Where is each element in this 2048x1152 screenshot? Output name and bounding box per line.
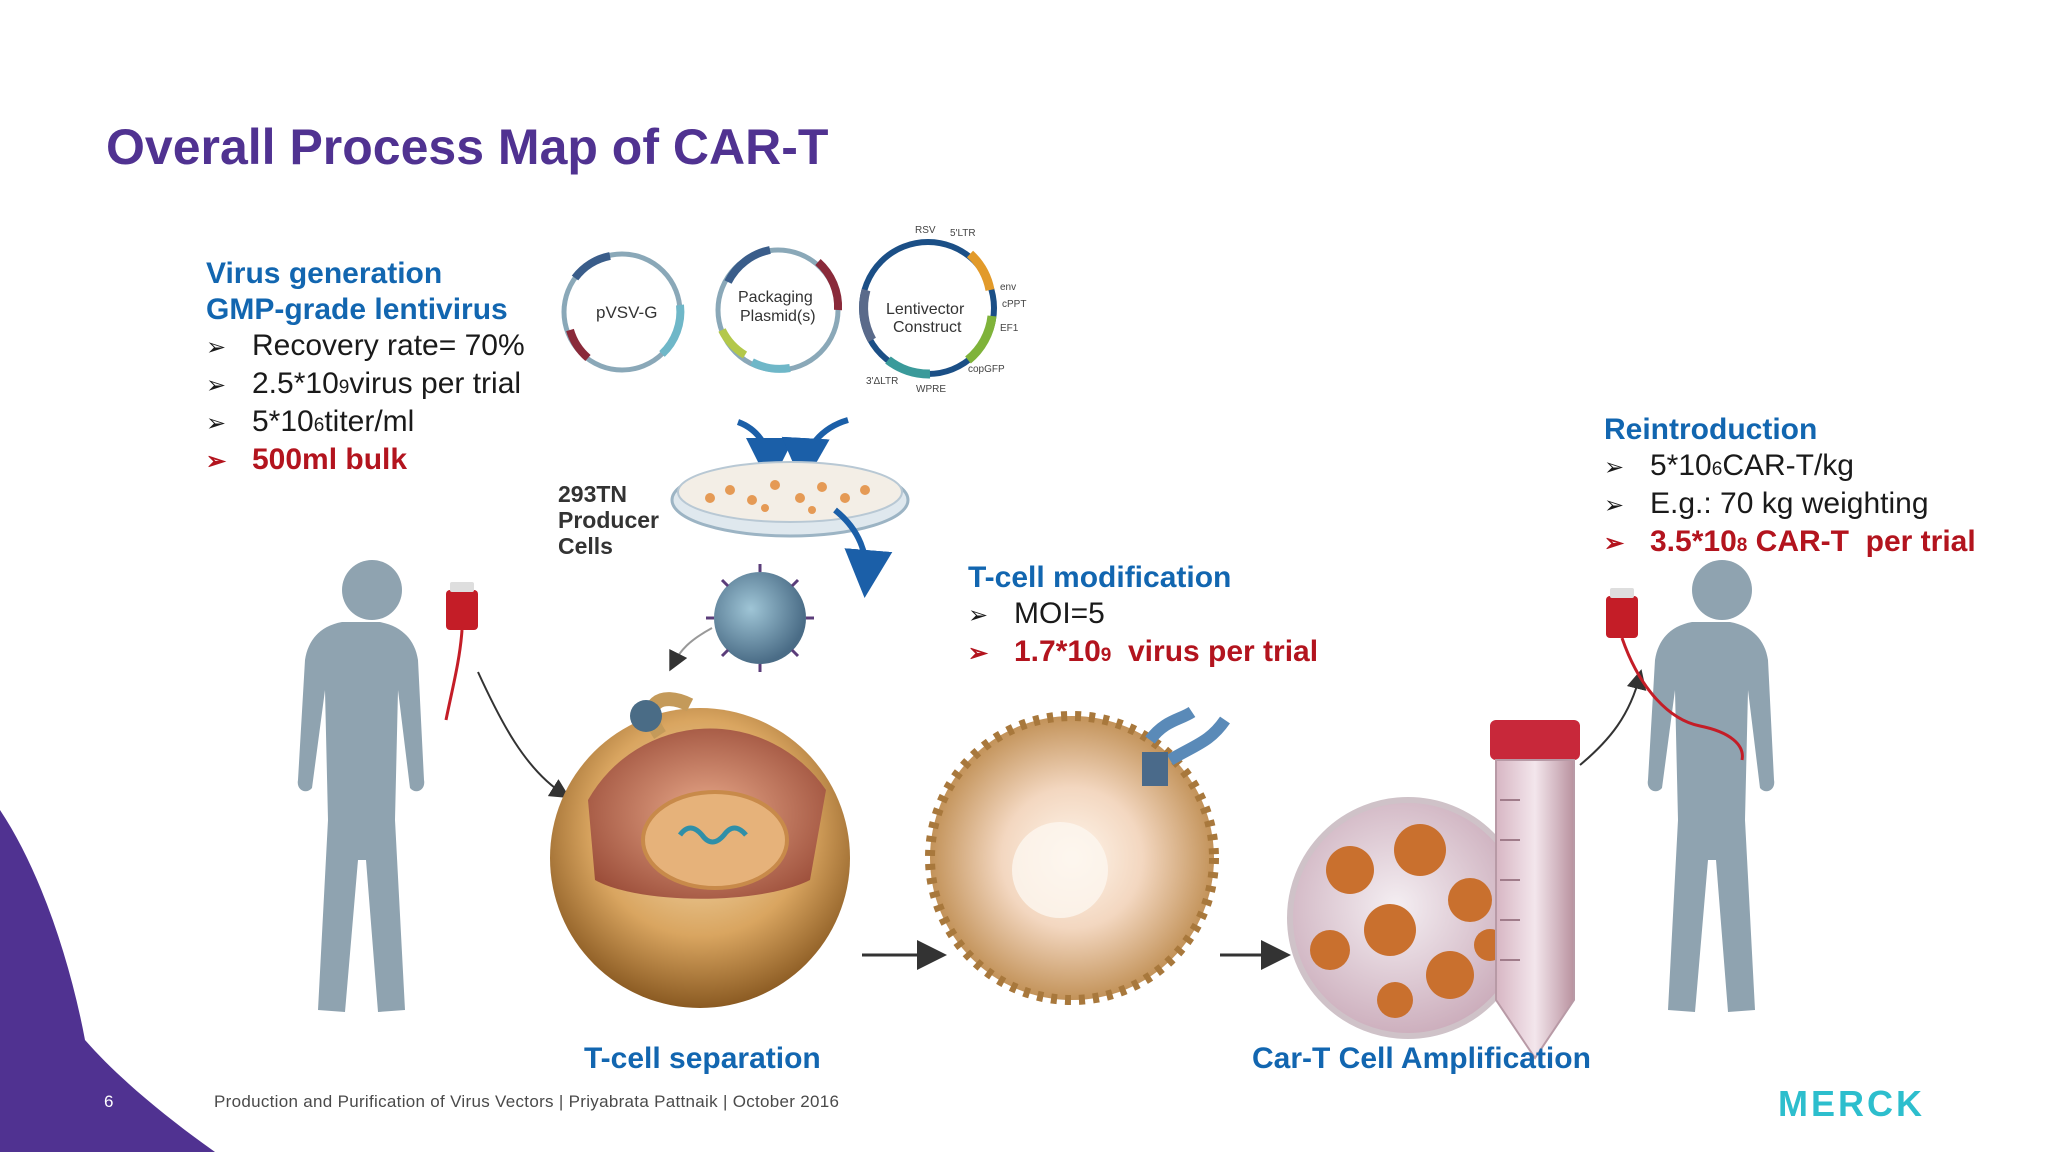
- list-item: ➢ E.g.: 70 kg weighting: [1604, 486, 1976, 524]
- list-item: ➢ MOI=5: [968, 596, 1318, 634]
- patient-right-silhouette: [1647, 560, 1775, 1012]
- bullet-arrow-icon: ➢: [968, 640, 989, 667]
- plasmid-lentivector-label-1: Lentivector: [886, 301, 965, 318]
- list-item: ➢ 500ml bulk: [206, 442, 525, 480]
- virus-generation-heading: Virus generation: [206, 257, 443, 290]
- total-cart-rest: CAR-T per trial: [1747, 525, 1976, 558]
- bullet-arrow-icon: ➢: [206, 372, 227, 399]
- list-item: ➢ Recovery rate= 70%: [206, 328, 525, 366]
- producer-label-1: 293TN: [558, 481, 627, 507]
- bulk-volume-text: 500ml bulk: [252, 443, 408, 476]
- annotation-ef1: EF1: [1000, 323, 1019, 334]
- arrow-amplification-to-reintroduction: [1579, 669, 1647, 766]
- slide-title: Overall Process Map of CAR-T: [106, 119, 829, 175]
- arrow-dish-to-virus: [833, 507, 893, 598]
- annotation-3ltr: 3'ΔLTR: [866, 376, 898, 387]
- t-cell-separation-label: T-cell separation: [584, 1042, 821, 1075]
- plasmid-packaging-icon: [715, 246, 843, 373]
- titer-base: 5*10: [252, 405, 314, 438]
- moi-text: MOI=5: [1014, 597, 1105, 630]
- blood-bag-left-icon: [444, 582, 478, 721]
- dose-rest: CAR-T/kg: [1722, 449, 1854, 482]
- reintroduction-heading: Reintroduction: [1604, 413, 1818, 446]
- page-number: 6: [104, 1092, 114, 1111]
- modification-virus-rest: virus per trial: [1111, 635, 1319, 668]
- total-cart-base: 3.5*10: [1650, 525, 1737, 558]
- plasmid-packaging-label-1: Packaging: [738, 289, 813, 306]
- modified-t-cell-icon: [925, 706, 1230, 1005]
- petri-dish-icon: [670, 461, 910, 538]
- plasmid-lentivector-label-2: Construct: [893, 319, 962, 336]
- bullet-arrow-icon: ➢: [206, 410, 227, 437]
- t-cell-modification-heading: T-cell modification: [968, 561, 1232, 594]
- annotation-cppt: cPPT: [1002, 299, 1026, 310]
- modification-virus-base: 1.7*10: [1014, 635, 1101, 668]
- lentivirus-icon: [706, 564, 814, 672]
- gmp-lentivirus-heading: GMP-grade lentivirus: [206, 293, 508, 326]
- dose-base: 5*10: [1650, 449, 1712, 482]
- annotation-5ltr: 5'LTR: [950, 228, 976, 239]
- arrow-plasmid-to-dish-1: [736, 419, 794, 486]
- annotation-rsv: RSV: [915, 225, 936, 236]
- amplification-label: Car-T Cell Amplification: [1252, 1042, 1591, 1075]
- amplification-view-icon: [1287, 797, 1529, 1039]
- annotation-env: env: [1000, 282, 1016, 293]
- annotation-copgfp: copGFP: [968, 364, 1005, 375]
- producer-label-3: Cells: [558, 533, 613, 559]
- plasmid-pvsvg-icon: [561, 251, 685, 373]
- t-cell-cutaway-icon: [550, 692, 850, 1008]
- plasmid-lentivector-icon: [859, 239, 997, 379]
- virus-generation-block: Virus generation GMP-grade lentivirus ➢ …: [206, 256, 525, 480]
- centrifuge-tube-icon: [1490, 720, 1580, 1060]
- bullet-arrow-icon: ➢: [968, 602, 989, 629]
- producer-label-2: Producer: [558, 507, 659, 533]
- recovery-rate-text: Recovery rate= 70%: [252, 329, 525, 362]
- virus-per-trial-rest: virus per trial: [349, 367, 522, 400]
- titer-rest: titer/ml: [324, 405, 415, 438]
- plasmid-packaging-label-2: Plasmid(s): [740, 308, 816, 325]
- footer-text: Production and Purification of Virus Vec…: [214, 1092, 840, 1111]
- blood-bag-right-icon: [1606, 588, 1744, 761]
- arrow-patient-to-separation: [477, 671, 571, 799]
- bullet-arrow-icon: ➢: [206, 448, 227, 475]
- plasmid-pvsvg-label: pVSV-G: [596, 303, 657, 322]
- bullet-arrow-icon: ➢: [1604, 454, 1625, 481]
- patient-left-silhouette: [297, 560, 425, 1012]
- annotation-wpre: WPRE: [916, 384, 946, 395]
- arrow-virus-to-cell: [669, 627, 713, 672]
- arrow-plasmid-to-dish-2: [781, 417, 849, 486]
- bullet-arrow-icon: ➢: [1604, 530, 1625, 557]
- weight-example-text: E.g.: 70 kg weighting: [1650, 487, 1929, 520]
- virus-per-trial-base: 2.5*10: [252, 367, 339, 400]
- bullet-arrow-icon: ➢: [206, 334, 227, 361]
- merck-logo: MERCK: [1778, 1083, 1925, 1124]
- bullet-arrow-icon: ➢: [1604, 492, 1625, 519]
